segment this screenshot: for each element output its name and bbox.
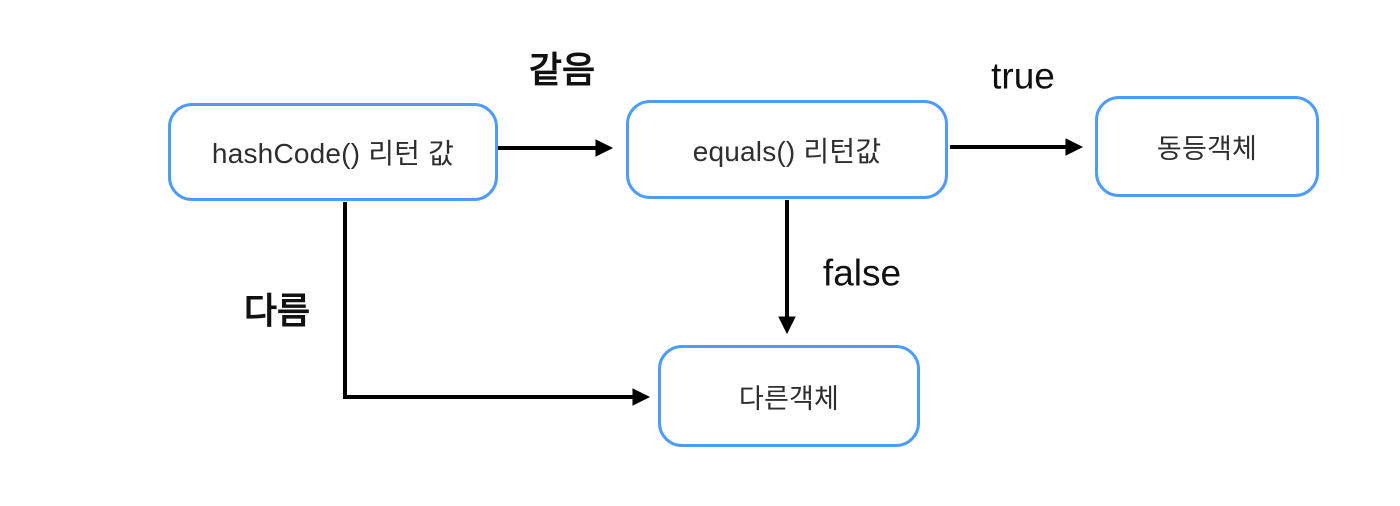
node-equals-return-label: equals() 리턴값 xyxy=(692,135,882,167)
node-equal-object-label: 동등객체 xyxy=(1156,134,1258,164)
edge-label-same: 같음 xyxy=(528,49,596,90)
node-hashcode-return-label: hashCode() 리턴 값 xyxy=(211,138,455,169)
edge-label-different: 다름 xyxy=(243,290,311,331)
node-equals-return: equals() 리턴값 xyxy=(626,100,948,199)
edge-different-arrow xyxy=(343,202,651,406)
node-equal-object: 동등객체 xyxy=(1095,96,1319,197)
edge-label-false: false xyxy=(822,252,902,294)
node-hashcode-return: hashCode() 리턴 값 xyxy=(168,103,498,201)
node-different-object: 다른객체 xyxy=(658,345,920,447)
edge-label-true: true xyxy=(991,55,1055,97)
node-different-object-label: 다른객체 xyxy=(738,383,840,414)
